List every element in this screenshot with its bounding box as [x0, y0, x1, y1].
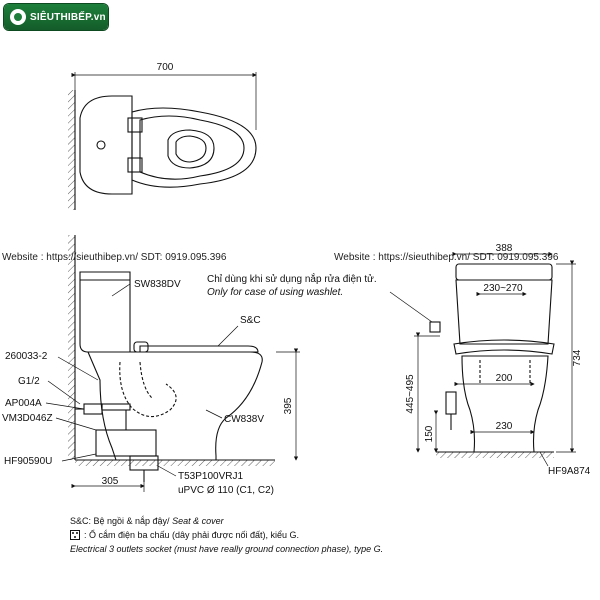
watermark-right: Website : https://sieuthibep.vn/ SDT: 09… — [334, 252, 559, 263]
label-bowl: CW838V — [224, 414, 264, 425]
dim-height: 395 — [283, 397, 294, 414]
legend-seat-vi: S&C: Bệ ngồi & nắp đậy/ — [70, 516, 170, 526]
logo-text: SIÊUTHIBẾP.vn — [30, 11, 106, 23]
legend-line-2: : Ổ cắm điện ba chấu (dây phải được nối … — [70, 530, 299, 540]
dim-mid-span: 200 — [496, 373, 513, 384]
legend-seat-en: Seat & cover — [172, 516, 224, 526]
dim-outlet-height: 445~495 — [405, 374, 416, 414]
top-width-dim: 700 — [157, 62, 174, 73]
label-drain: T53P100VRJ1 — [178, 471, 243, 482]
label-front-flange: HF9A874 — [548, 466, 591, 477]
label-stop: AP004A — [5, 398, 42, 409]
site-logo[interactable]: SIÊUTHIBẾP.vn — [4, 4, 108, 30]
side-view — [45, 235, 300, 492]
top-view — [68, 72, 257, 210]
dim-low-height: 150 — [424, 425, 435, 442]
front-view — [389, 251, 576, 467]
label-valve: 260033-2 — [5, 351, 48, 362]
washlet-note-vi: Chỉ dùng khi sử dụng nắp rửa điện tử. — [207, 272, 377, 285]
dim-base-span: 230 — [496, 421, 513, 432]
washlet-note-en: Only for case of using washlet. — [207, 287, 343, 298]
legend-socket-en: Electrical 3 outlets socket (must have r… — [70, 544, 384, 554]
label-pipe: uPVC Ø 110 (C1, C2) — [178, 485, 274, 496]
legend-line-1: S&C: Bệ ngồi & nắp đậy/ Seat & cover — [70, 516, 224, 526]
socket-icon — [70, 530, 80, 540]
logo-emblem-icon — [10, 9, 26, 25]
dim-top-span: 230~270 — [483, 283, 523, 294]
label-flange: HF90590U — [4, 456, 52, 467]
dim-front-width: 388 — [496, 243, 513, 254]
legend-socket-vi: : Ổ cắm điện ba chấu (dây phải được nối … — [84, 530, 300, 540]
label-hose: VM3D046Z — [2, 413, 53, 424]
dim-rough-in: 305 — [102, 476, 119, 487]
label-inlet: G1/2 — [18, 376, 40, 387]
label-tank: SW838DV — [134, 279, 181, 290]
label-seat: S&C — [240, 315, 261, 326]
watermark-left: Website : https://sieuthibep.vn/ SDT: 09… — [2, 252, 227, 263]
dim-total-height: 734 — [572, 349, 583, 366]
